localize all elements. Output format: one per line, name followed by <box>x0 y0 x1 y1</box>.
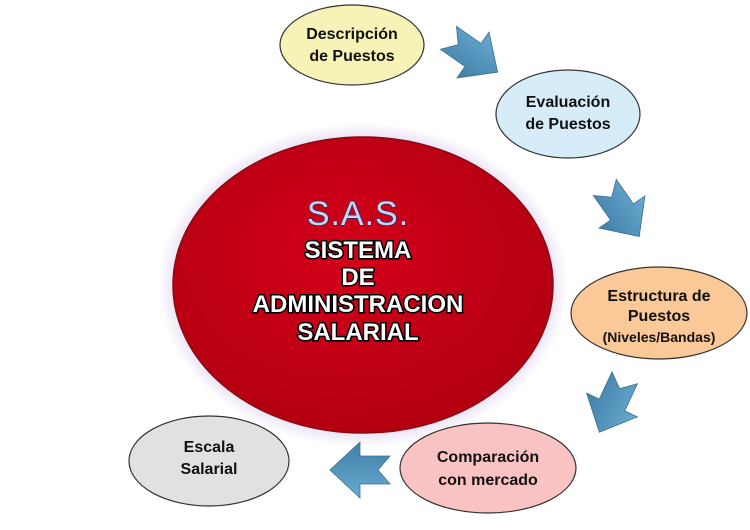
step-estructura-ellipse <box>570 266 748 360</box>
step-comparacion-line-2: con mercado <box>438 472 538 489</box>
step-estructura-line-1: Estructura de <box>607 288 710 305</box>
center-line-3: ADMINISTRACION <box>253 291 464 318</box>
step-descripcion-line-1: Descripción <box>306 26 398 43</box>
step-evaluacion-ellipse <box>495 69 641 159</box>
step-estructura: Estructura de Puestos (Niveles/Bandas) <box>570 266 748 360</box>
center-acronym: S.A.S. <box>307 195 409 233</box>
arrow-comparacion-to-escala <box>329 441 391 499</box>
step-comparacion-ellipse <box>399 422 577 514</box>
step-descripcion-line-2: de Puestos <box>309 48 394 65</box>
arrow-descripcion-to-evaluacion <box>439 25 499 79</box>
center-ellipse <box>172 136 554 434</box>
center-line-4: SALARIAL <box>297 319 418 346</box>
center-line-2: DE <box>341 264 374 291</box>
step-escala: Escala Salarial <box>128 415 290 507</box>
arrow-down-left-icon <box>585 370 639 433</box>
step-comparacion-line-1: Comparación <box>437 449 539 466</box>
step-escala-ellipse <box>128 415 290 507</box>
step-descripcion: Descripción de Puestos <box>279 4 425 86</box>
step-evaluacion-line-1: Evaluación <box>526 94 610 111</box>
step-escala-line-2: Salarial <box>181 461 238 478</box>
arrow-down-right-icon <box>592 178 646 238</box>
arrow-evaluacion-to-estructura <box>592 178 646 238</box>
step-estructura-note: (Niveles/Bandas) <box>603 329 716 345</box>
step-evaluacion: Evaluación de Puestos <box>495 69 641 159</box>
step-estructura-line-2: Puestos <box>628 308 690 325</box>
arrow-right-icon <box>439 25 499 79</box>
step-escala-line-1: Escala <box>184 439 235 456</box>
arrow-estructura-to-comparacion <box>585 370 639 433</box>
step-comparacion: Comparación con mercado <box>399 422 577 514</box>
step-descripcion-ellipse <box>279 4 425 86</box>
center-line-1: SISTEMA <box>305 237 412 264</box>
arrow-left-icon <box>329 441 391 499</box>
step-evaluacion-line-2: de Puestos <box>525 116 610 133</box>
